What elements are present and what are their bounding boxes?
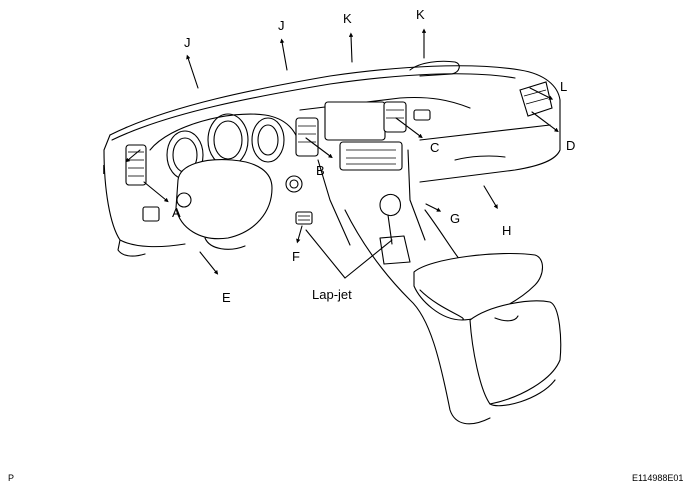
label-k-left: K [343, 11, 352, 26]
label-b: B [316, 163, 325, 178]
airflow-arrows [125, 28, 559, 275]
label-c: C [430, 140, 440, 155]
label-h: H [502, 223, 512, 238]
label-lap-jet: Lap-jet [312, 287, 352, 302]
corner-code-left: P [8, 473, 15, 483]
label-k-right: K [416, 7, 425, 22]
label-l: L [560, 79, 568, 94]
dashboard-outline [103, 60, 562, 425]
label-d: D [566, 138, 576, 153]
label-g: G [450, 211, 461, 226]
label-a: A [172, 205, 181, 220]
label-e: E [222, 290, 231, 305]
label-j-right: J [278, 18, 285, 33]
label-f: F [292, 249, 300, 264]
label-i: I [102, 162, 106, 177]
figure-id: E114988E01 [632, 473, 684, 483]
label-j-left: J [184, 35, 191, 50]
